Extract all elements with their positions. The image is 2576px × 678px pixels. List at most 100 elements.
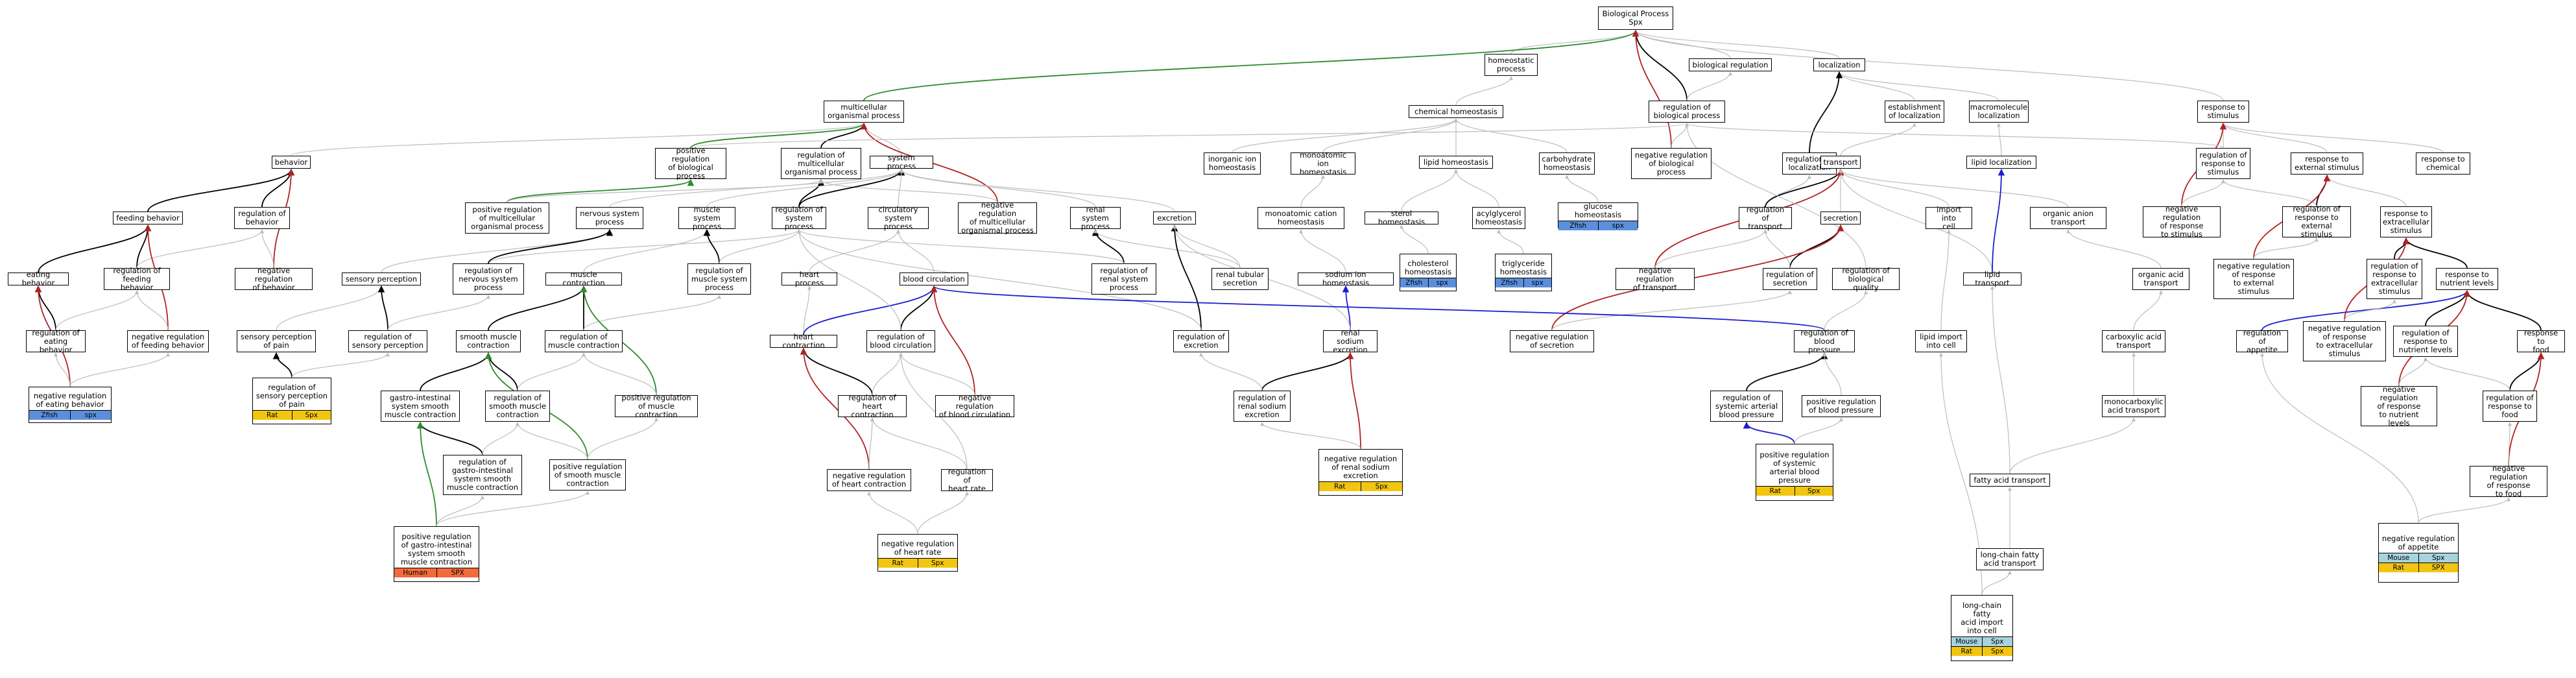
node-lipidloc[interactable]: lipid localization	[1966, 156, 2036, 169]
node-bioreg[interactable]: biological regulation	[1689, 58, 1772, 71]
node-lipidtrans[interactable]: lipid transport	[1963, 271, 2021, 287]
node-syspro[interactable]: system process	[870, 154, 933, 171]
node-lipidhom[interactable]: lipid homeostasis	[1419, 156, 1493, 169]
node-feeding[interactable]: feeding behavior	[113, 212, 183, 224]
node-sterol[interactable]: sterol homeostasis	[1365, 210, 1438, 226]
node-secretion[interactable]: secretion	[1820, 212, 1861, 224]
node-bloodcirc[interactable]: blood circulation	[900, 272, 968, 285]
node-sensory[interactable]: sensory perception	[342, 272, 421, 285]
node-transport[interactable]: transport	[1820, 156, 1861, 169]
node-local[interactable]: localization	[1813, 58, 1865, 71]
node-fattyacid[interactable]: fatty acid transport	[1970, 474, 2050, 487]
node-heartcont[interactable]: heart contraction	[770, 333, 837, 350]
node-behavior[interactable]: behavior	[272, 156, 311, 169]
node-heartproc[interactable]: heart process	[781, 271, 837, 287]
node-excretion[interactable]: excretion	[1153, 212, 1196, 224]
node-chemhom[interactable]: chemical homeostasis	[1409, 105, 1503, 118]
